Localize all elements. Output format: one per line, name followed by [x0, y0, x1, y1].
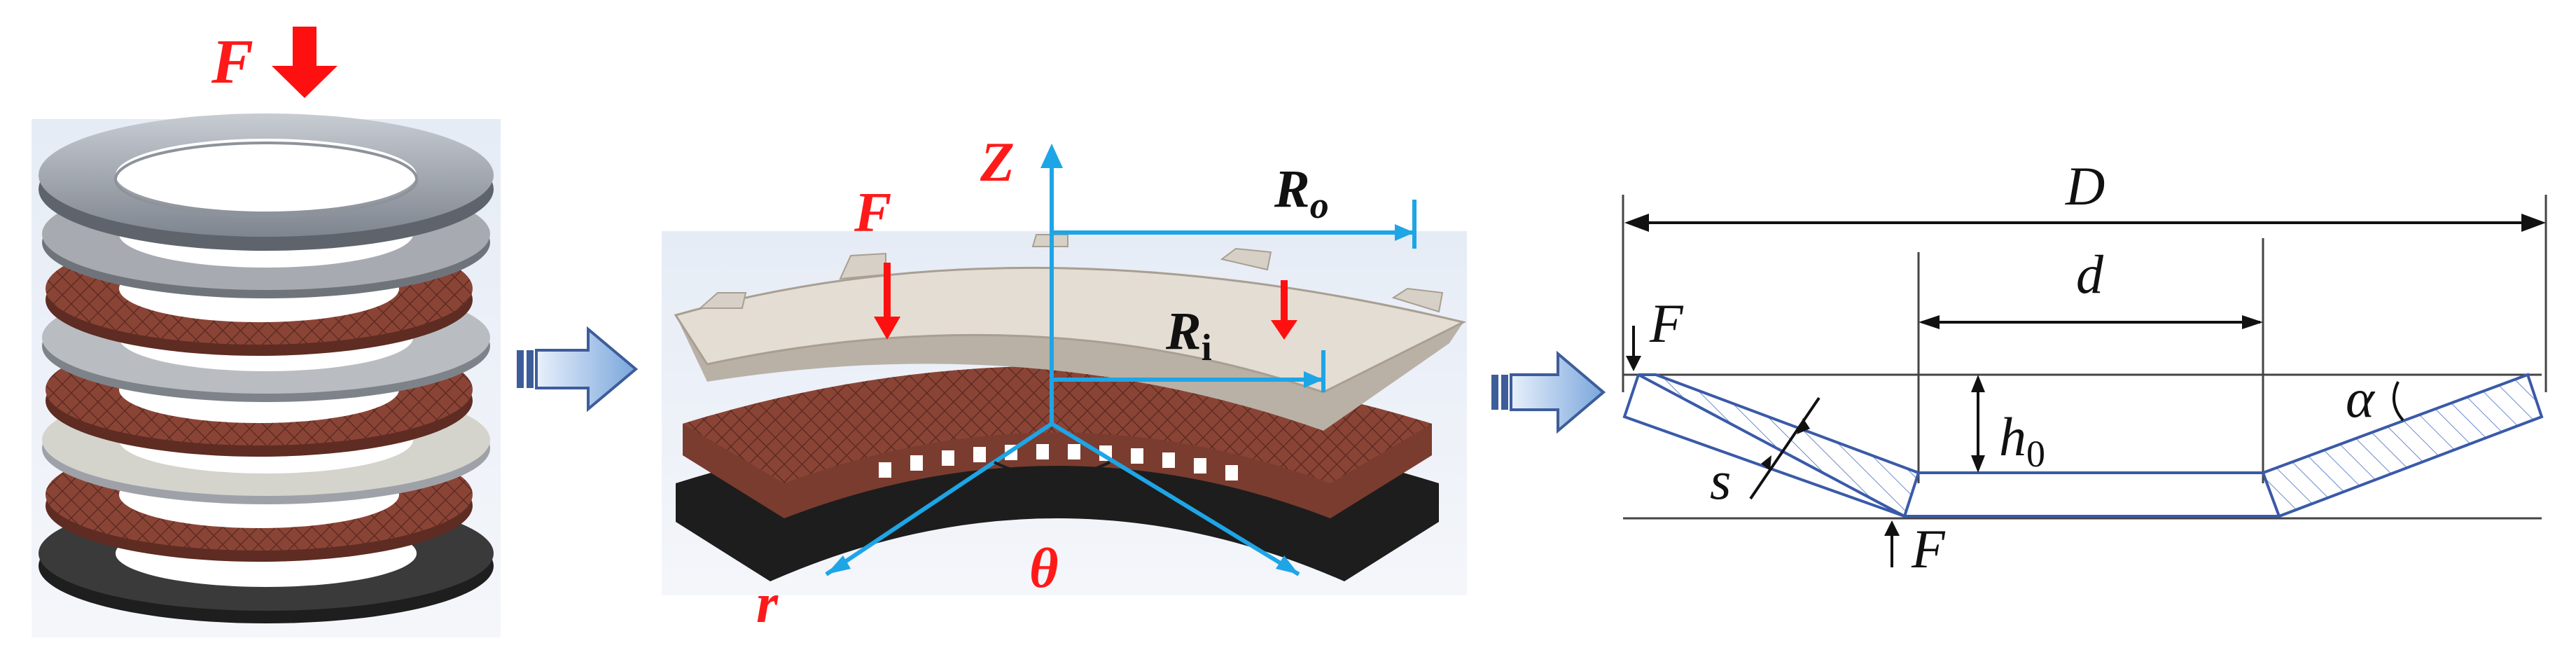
disc-spring-section-panel: D d h0 s α F — [1622, 155, 2547, 579]
outer-radius-label: Ro — [1274, 160, 1329, 226]
outer-diameter-label: D — [2065, 155, 2105, 216]
spring-section-right — [2261, 373, 2544, 518]
steel-sector — [674, 234, 1467, 431]
angle-arc — [994, 461, 1111, 478]
sector-model-panel: F Z r θ Ro Ri — [662, 132, 1467, 635]
axis-r-label: r — [756, 573, 779, 635]
force-top-label: F — [1649, 293, 1684, 354]
force-label-sector: F — [854, 182, 891, 244]
coordinate-axes — [825, 165, 1416, 576]
force-bottom-label: F — [1911, 518, 1946, 579]
reference-lines — [1622, 195, 2547, 520]
inner-diameter-label: d — [2076, 244, 2104, 305]
angle-alpha-arc — [2392, 381, 2404, 422]
force-label: F — [211, 27, 253, 97]
axis-arrowheads — [826, 144, 1414, 574]
right-arrow-icon — [1491, 350, 1606, 434]
thickness-dimension — [1749, 396, 1820, 500]
inner-diameter-dimension — [1919, 315, 2263, 329]
angle-theta-label: θ — [1029, 538, 1059, 600]
clutch-pack-panel: F — [32, 27, 501, 637]
force-arrow — [272, 27, 337, 98]
outer-diameter-dimension — [1624, 214, 2546, 232]
force-arrow-top — [1626, 326, 1641, 371]
thickness-label: s — [1710, 450, 1731, 511]
height-dimension — [1971, 375, 1985, 473]
force-arrow-right — [1271, 280, 1297, 340]
inner-radius-label: Ri — [1165, 302, 1212, 368]
angle-alpha-label: α — [2346, 368, 2376, 429]
force-arrow-left — [874, 263, 900, 340]
friction-notches — [879, 444, 1238, 480]
axis-z-label: Z — [980, 132, 1015, 193]
pressure-ring — [39, 113, 494, 251]
spring-section-left — [1638, 373, 1921, 518]
right-arrow-icon — [517, 326, 639, 413]
height-label: h0 — [1999, 406, 2045, 475]
force-arrow-bottom — [1884, 520, 1900, 567]
